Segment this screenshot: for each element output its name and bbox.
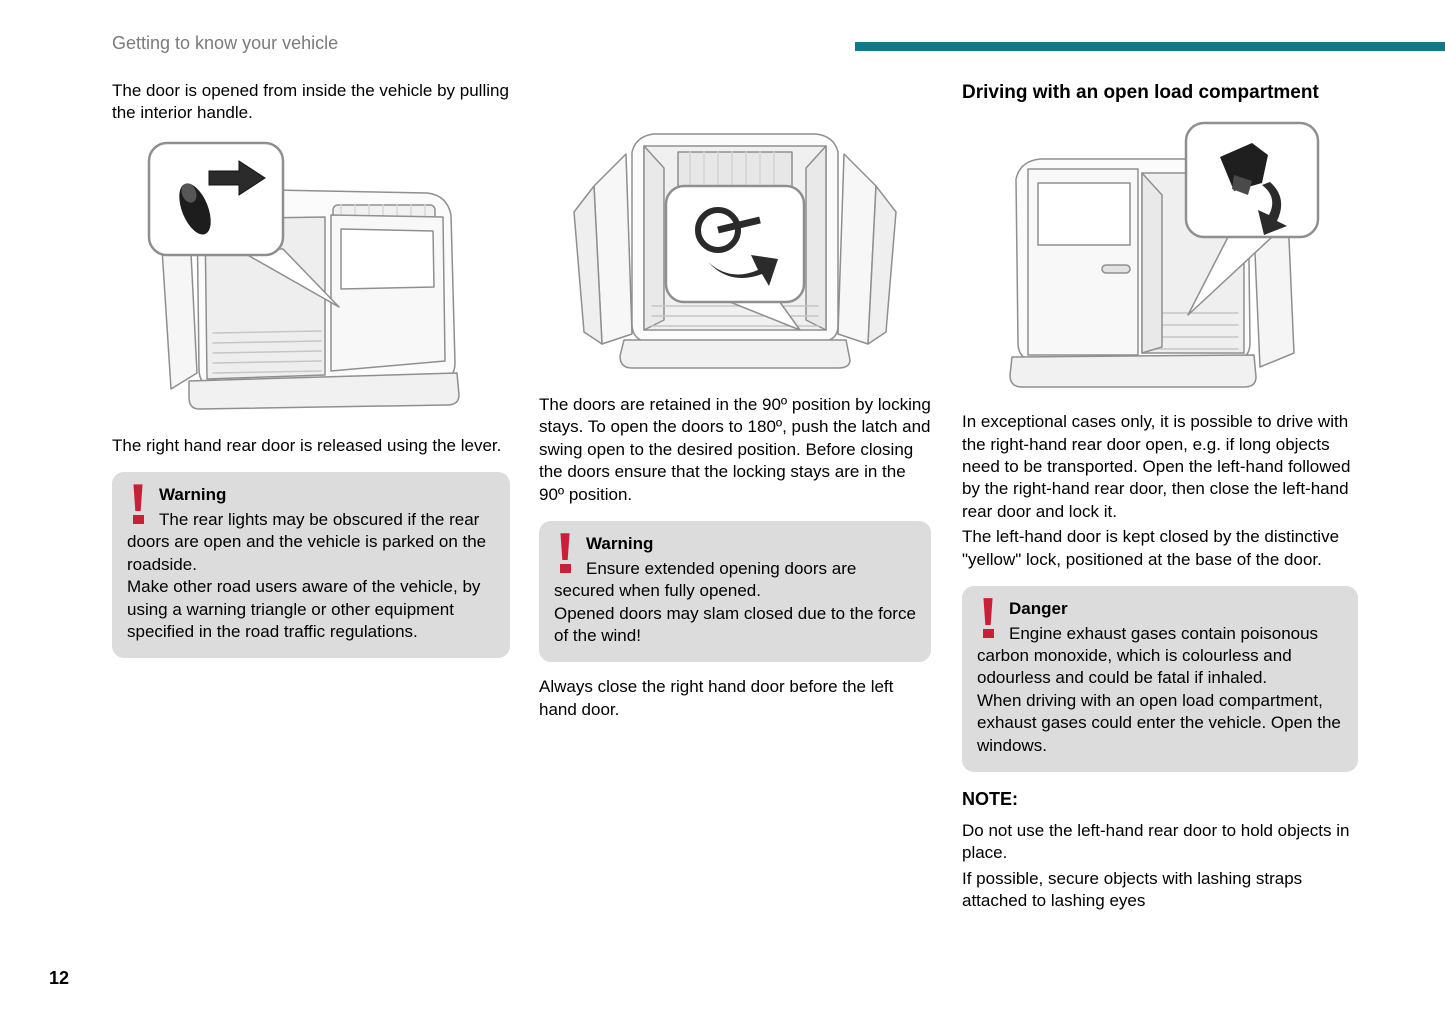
warning-text: Ensure extended opening doors are secure… — [554, 558, 857, 601]
note-paragraph: Do not use the left-hand rear door to ho… — [962, 820, 1350, 863]
column-center: The doors are retained in the 90º positi… — [539, 80, 931, 724]
page-number: 12 — [49, 968, 70, 988]
van-rear-both-doors-open-icon — [573, 133, 897, 369]
warning-box-extended-doors: Warning Ensure extended opening doors ar… — [539, 521, 931, 663]
danger-text: When driving with an open load compartme… — [977, 690, 1341, 755]
danger-box-exhaust-gases: Danger Engine exhaust gases contain pois… — [962, 586, 1358, 773]
van-rear-yellow-lock-icon — [1009, 121, 1320, 388]
warning-title: Warning — [586, 534, 654, 554]
danger-exclamation-icon — [977, 598, 999, 644]
interior-handle-illustration — [112, 135, 510, 427]
danger-title: Danger — [1009, 599, 1068, 619]
warning-text: Make other road users aware of the vehic… — [127, 577, 481, 641]
warning-box-rear-lights: Warning The rear lights may be obscured … — [112, 472, 510, 659]
note-paragraph: If possible, secure objects with lashing… — [962, 868, 1303, 911]
van-rear-interior-handle-icon — [147, 141, 460, 410]
yellow-lock-illustration — [962, 115, 1358, 403]
body-paragraph: The doors are retained in the 90º positi… — [539, 395, 931, 504]
column-right: Driving with an open load compartment — [962, 80, 1358, 916]
warning-exclamation-icon — [127, 484, 149, 530]
body-paragraph: The left-hand door is kept closed by the… — [962, 527, 1340, 569]
column-left: The door is opened from inside the vehic… — [112, 80, 510, 659]
warning-exclamation-icon — [554, 533, 576, 579]
breadcrumb: Getting to know your vehicle — [112, 33, 339, 53]
caption-paragraph: The right hand rear door is released usi… — [112, 435, 502, 455]
closing-paragraph: Always close the right hand door before … — [539, 677, 894, 719]
warning-text: The rear lights may be obscured if the r… — [127, 509, 487, 574]
note-label: NOTE: — [962, 789, 1018, 810]
warning-text: Opened doors may slam closed due to the … — [554, 603, 916, 645]
locking-stays-illustration — [539, 90, 931, 386]
body-paragraph: In exceptional cases only, it is possibl… — [962, 412, 1351, 521]
section-heading: Driving with an open load compartment — [962, 82, 1319, 103]
intro-paragraph: The door is opened from inside the vehic… — [112, 81, 509, 123]
header-accent-bar — [855, 42, 1445, 51]
danger-text: Engine exhaust gases contain poisonous c… — [977, 623, 1319, 688]
warning-title: Warning — [159, 485, 227, 505]
